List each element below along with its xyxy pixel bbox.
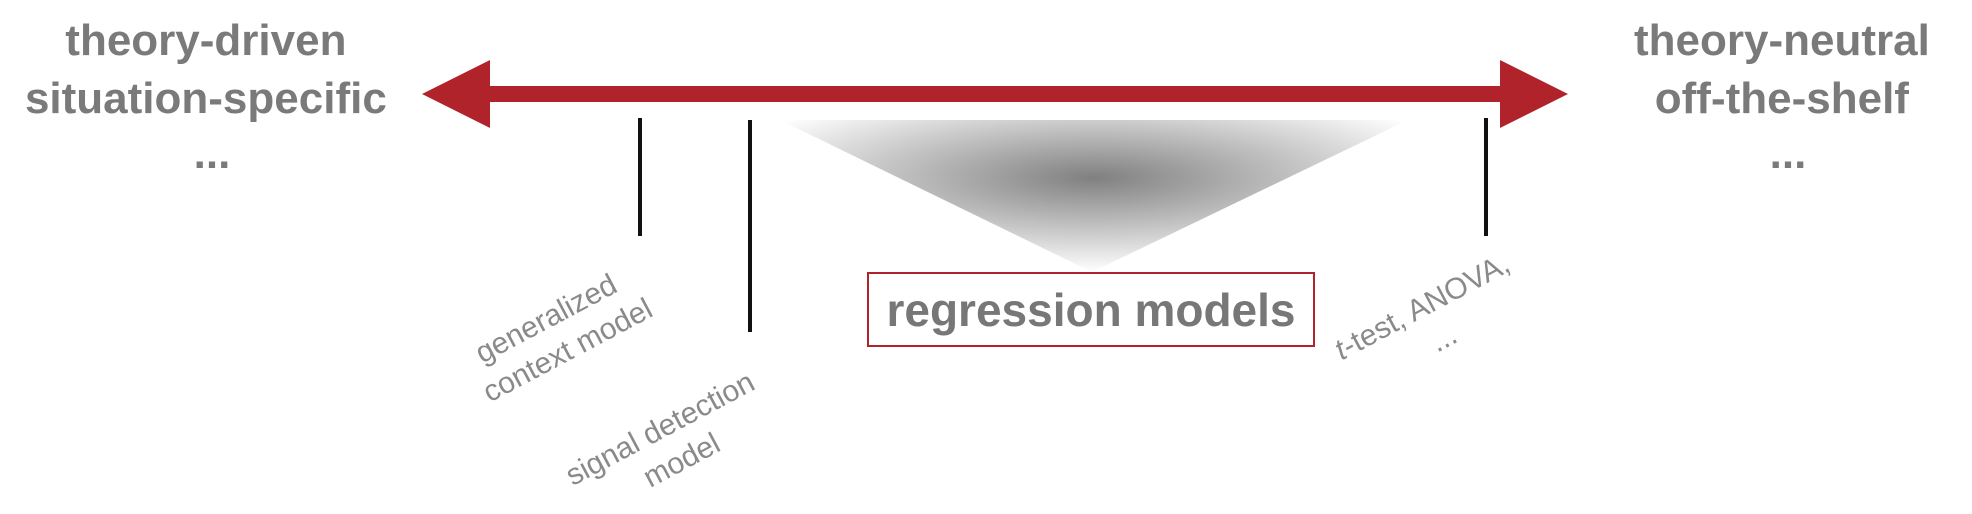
regression-label: regression models [886, 284, 1295, 336]
arrow-shaft [470, 86, 1520, 102]
svg-text:generalized context mode: generalized context model [460, 259, 658, 409]
svg-text:t-test, ANOVA, ...: t-test, ANOVA, ... [1329, 243, 1540, 400]
left-pole-ellipsis: ... [194, 129, 231, 178]
right-pole-line2: off-the-shelf [1655, 74, 1910, 123]
regression-cone [780, 120, 1408, 272]
arrow-head-left [422, 60, 490, 128]
right-pole-line1: theory-neutral [1634, 16, 1930, 65]
label-gcm: generalized context model [460, 259, 658, 409]
left-pole-title: theory-driven situation-specific ... [25, 16, 399, 178]
left-pole-line1: theory-driven [65, 16, 346, 65]
label-sdt: signal detection model [560, 362, 785, 514]
label-ttest-line2: ... [1425, 318, 1463, 359]
label-ttest-line1: t-test, ANOVA, [1329, 247, 1515, 367]
right-pole-title: theory-neutral off-the-shelf ... [1634, 16, 1942, 178]
regression-box-border [867, 272, 1315, 347]
regression-box: regression models [867, 272, 1315, 347]
continuum-arrow [422, 60, 1568, 128]
svg-text:signal detection model: signal detection model [560, 362, 785, 514]
arrow-head-right [1500, 60, 1568, 128]
label-ttest-rest: -test, ANOVA, [1337, 247, 1515, 363]
left-pole-line2: situation-specific [25, 74, 387, 123]
label-ttest: t-test, ANOVA, ... [1329, 243, 1540, 400]
right-pole-ellipsis: ... [1770, 129, 1807, 178]
